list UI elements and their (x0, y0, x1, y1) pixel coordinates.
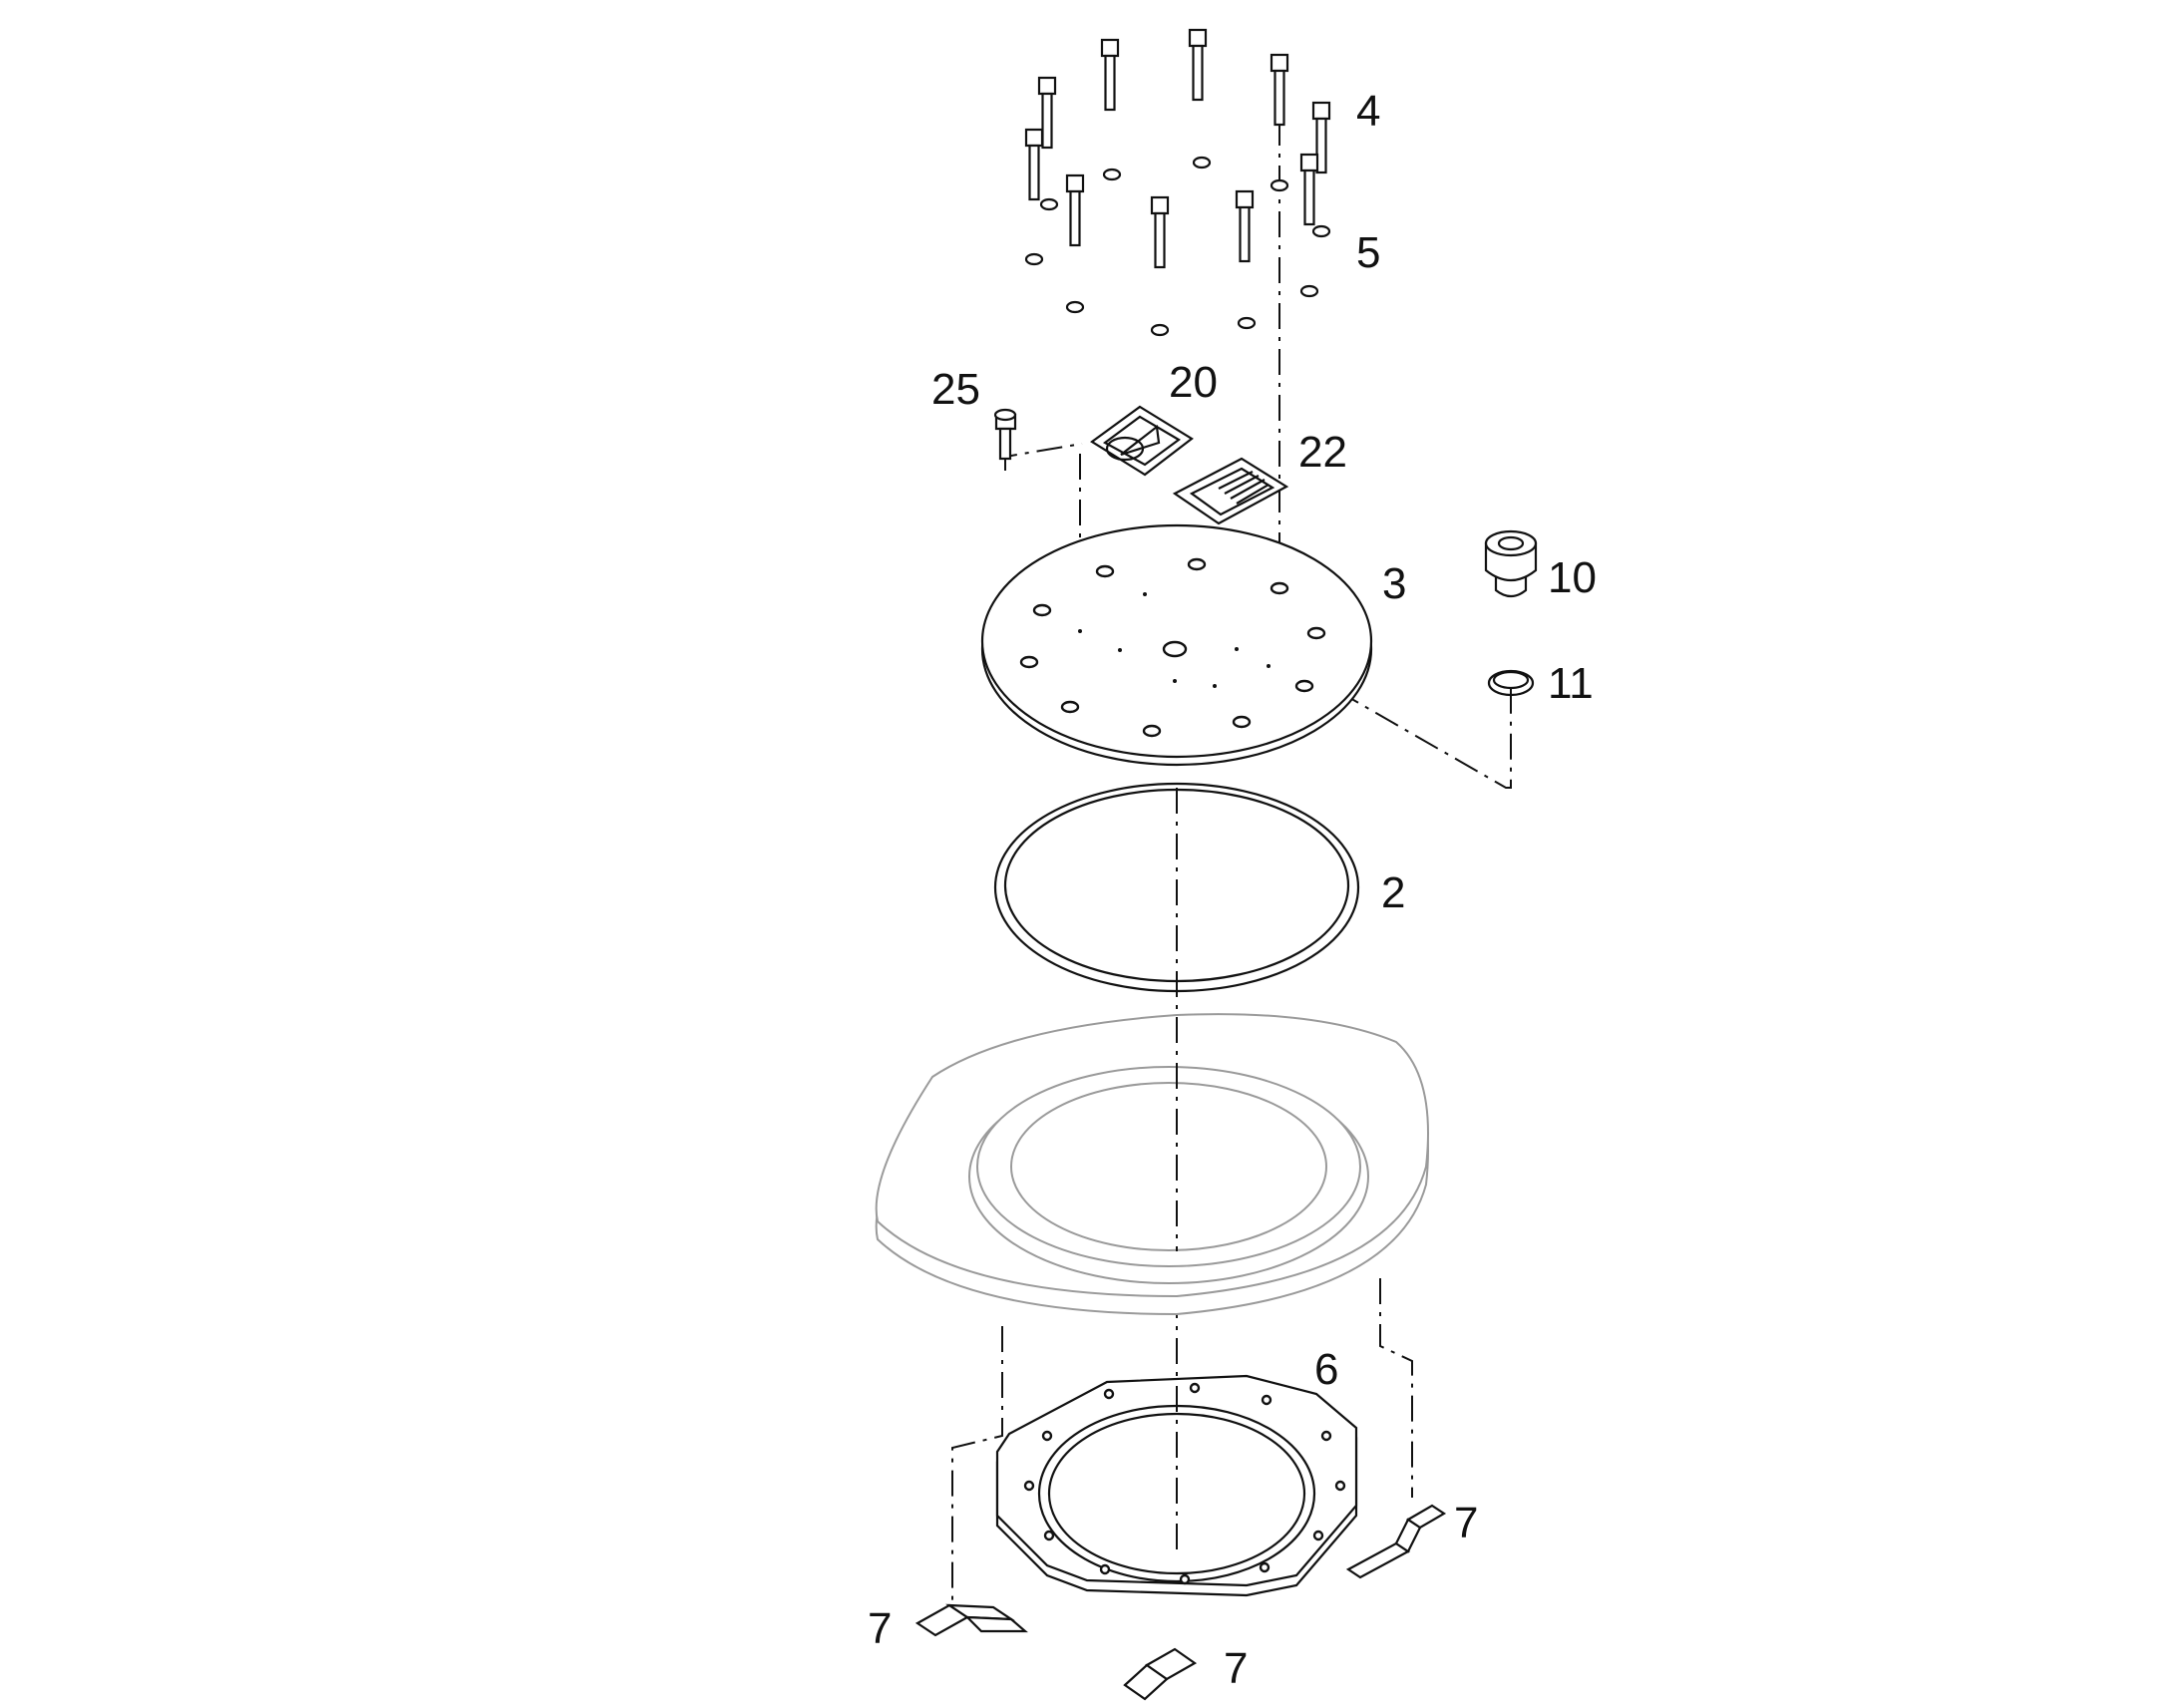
callouts: 4 5 25 20 22 3 10 11 2 6 7 7 7 (868, 87, 1597, 1693)
bolt-set (1024, 28, 1331, 269)
bolt (1037, 76, 1057, 150)
washer (1150, 323, 1170, 337)
bolt (1065, 173, 1085, 247)
clip-left (914, 1603, 1028, 1637)
callout-flange-ring: 6 (1314, 1345, 1338, 1394)
callout-clip-left: 7 (868, 1604, 892, 1653)
cap (1484, 529, 1538, 598)
housing-reference (875, 1013, 1429, 1316)
callout-cap: 10 (1548, 553, 1597, 602)
bolt (1270, 53, 1289, 127)
callout-label-20: 20 (1169, 358, 1218, 407)
callout-cover-plate: 3 (1382, 559, 1406, 608)
washer (1192, 156, 1212, 170)
washer (1311, 224, 1331, 238)
bolt (1024, 128, 1044, 201)
callout-clip-bottom: 7 (1224, 1644, 1248, 1693)
clip-right (1345, 1504, 1447, 1579)
clip-bottom (1123, 1647, 1198, 1701)
bolt (1100, 38, 1120, 112)
washer-set (1024, 156, 1331, 337)
washer (1065, 300, 1085, 314)
snap-ring (1487, 669, 1535, 697)
callout-bolts: 4 (1356, 87, 1380, 136)
callout-plug: 25 (931, 365, 980, 414)
washer (1237, 316, 1257, 330)
plug (993, 408, 1017, 461)
callout-label-22: 22 (1298, 428, 1347, 477)
bolt (1299, 153, 1319, 226)
washer (1039, 197, 1059, 211)
washer (1299, 284, 1319, 298)
decal-label-20 (1090, 405, 1194, 477)
bolt (1150, 195, 1170, 269)
callout-washers: 5 (1356, 228, 1380, 277)
decal-label-22 (1172, 457, 1289, 525)
callout-o-ring: 2 (1381, 868, 1405, 917)
cover-plate (980, 523, 1373, 767)
bolt (1235, 189, 1255, 263)
washer (1270, 178, 1289, 192)
bolt (1188, 28, 1208, 102)
callout-clip-right: 7 (1454, 1499, 1478, 1547)
callout-snap-ring: 11 (1548, 659, 1594, 708)
o-ring (993, 782, 1360, 993)
washer (1102, 168, 1122, 181)
bolt (1311, 101, 1331, 174)
washer (1024, 252, 1044, 266)
